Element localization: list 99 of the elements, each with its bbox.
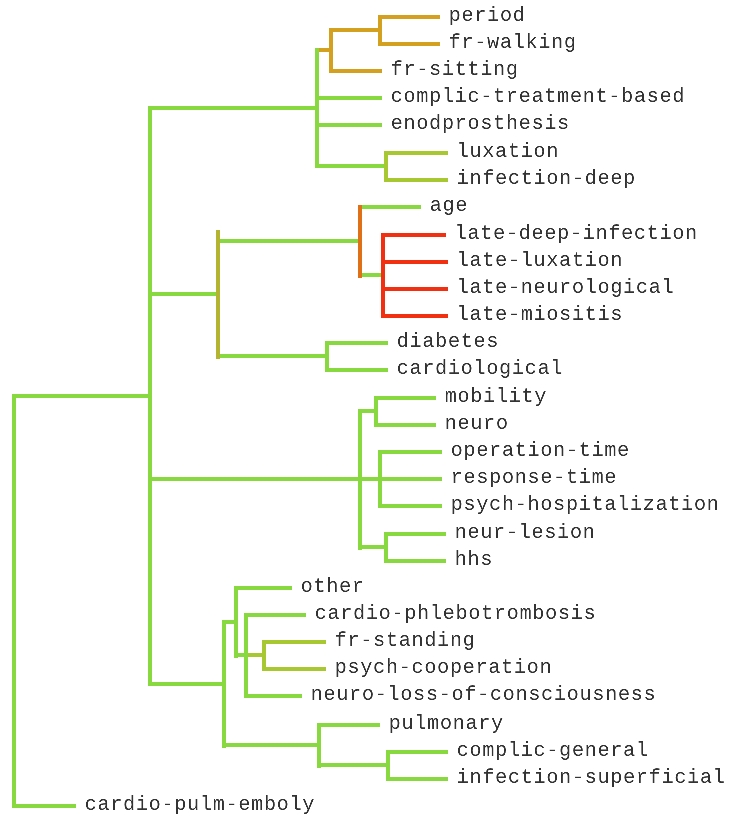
dendrogram-branch-line — [16, 804, 76, 808]
leaf-label: neuro — [445, 413, 510, 437]
leaf-label: late-luxation — [457, 250, 624, 274]
dendrogram-branch-line — [385, 287, 448, 291]
leaf-label: fr-sitting — [391, 59, 520, 83]
dendrogram-branch-line — [152, 682, 222, 686]
dendrogram-branch-bar — [358, 409, 362, 550]
dendrogram-branch-line — [388, 532, 446, 536]
dendrogram-branch-line — [266, 640, 326, 644]
dendrogram-branch-line — [385, 260, 448, 264]
dendrogram-branch-line — [16, 394, 148, 398]
dendrogram-branch-bar — [317, 723, 321, 768]
dendrogram-branch-line — [378, 423, 436, 427]
dendrogram-branch-line — [319, 48, 329, 52]
dendrogram-branch-line — [248, 613, 306, 617]
leaf-label: complic-general — [457, 740, 650, 764]
dendrogram-branch-line — [362, 205, 421, 209]
leaf-label: response-time — [451, 467, 618, 491]
dendrogram-branch-line — [382, 450, 442, 454]
dendrogram-branch-line — [238, 586, 292, 590]
dendrogram-branch-line — [226, 620, 234, 624]
dendrogram-branch-line — [321, 764, 386, 768]
leaf-label: late-neurological — [457, 277, 675, 301]
dendrogram-branch-line — [319, 164, 384, 168]
dendrogram-branch-line — [382, 504, 442, 508]
dendrogram-branch-bar — [381, 233, 385, 318]
dendrogram-branch-line — [388, 151, 448, 155]
dendrogram-branch-line — [382, 477, 442, 481]
dendrogram-branch-line — [319, 123, 382, 127]
leaf-label: cardiological — [397, 358, 564, 382]
dendrogram-branch-line — [248, 654, 262, 658]
dendrogram-branch-line — [362, 410, 374, 414]
leaf-label: hhs — [455, 549, 494, 573]
dendrogram-branch-bar — [384, 151, 388, 182]
leaf-label: age — [430, 195, 468, 219]
leaf-label: period — [449, 5, 526, 29]
leaf-label: fr-walking — [449, 32, 578, 56]
dendrogram-branch-bar — [244, 613, 248, 698]
leaf-label: other — [301, 576, 366, 600]
dendrogram-branch-line — [238, 654, 244, 658]
dendrogram-branch-bar — [378, 450, 382, 508]
dendrogram-branch-bar — [329, 28, 333, 73]
leaf-label: psych-cooperation — [335, 657, 553, 681]
leaf-label: luxation — [457, 141, 560, 165]
dendrogram-branch-line — [390, 777, 448, 781]
leaf-label: complic-treatment-based — [391, 86, 686, 110]
dendrogram-branch-line — [388, 559, 446, 563]
dendrogram-branch-bar — [234, 586, 238, 658]
dendrogram-branch-line — [378, 396, 436, 400]
leaf-label: pulmonary — [389, 713, 504, 737]
dendrogram-branch-line — [333, 28, 378, 32]
dendrogram-branch-line — [388, 178, 448, 182]
dendrogram-branch-bar — [378, 15, 382, 46]
dendrogram-branch-bar — [148, 106, 152, 686]
leaf-label: enodprosthesis — [391, 113, 570, 137]
leaf-label: infection-superficial — [457, 767, 726, 791]
leaf-label: neur-lesion — [455, 522, 596, 546]
dendrogram-branch-line — [329, 341, 388, 345]
dendrogram-branch-line — [362, 546, 384, 550]
dendrogram-branch-line — [220, 240, 358, 244]
leaf-label: fr-standing — [335, 630, 476, 654]
dendrogram-branch-bar — [374, 396, 378, 427]
dendrogram-branch-line — [152, 478, 358, 482]
dendrogram-branch-line — [220, 354, 325, 358]
leaf-label: diabetes — [397, 331, 500, 355]
dendrogram-branch-line — [152, 292, 216, 296]
leaf-label: late-miositis — [457, 304, 624, 328]
leaf-label: mobility — [445, 386, 548, 410]
leaf-label: cardio-pulm-emboly — [85, 794, 316, 816]
dendrogram-branch-line — [382, 42, 440, 46]
dendrogram-branch-bar — [216, 230, 220, 359]
dendrogram-branch-bar — [222, 620, 226, 748]
dendrogram-branch-line — [248, 694, 302, 698]
dendrogram-branch-line — [333, 69, 382, 73]
dendrogram-branch-line — [385, 233, 446, 237]
dendrogram-branch-bar — [325, 341, 329, 372]
leaf-label: operation-time — [451, 440, 630, 464]
leaf-label: infection-deep — [457, 168, 636, 192]
dendrogram-branch-bar — [386, 750, 390, 781]
leaf-label: neuro-loss-of-consciousness — [311, 684, 657, 708]
leaf-label: psych-hospitalization — [451, 494, 720, 518]
dendrogram-branch-line — [152, 106, 315, 110]
dendrogram-branch-line — [390, 750, 448, 754]
dendrogram-branch-line — [362, 274, 381, 278]
dendrogram-branch-bar — [384, 532, 388, 563]
leaf-label: late-deep-infection — [455, 223, 698, 247]
dendrogram-branch-line — [362, 477, 378, 481]
dendrogram-branch-line — [319, 96, 382, 100]
dendrogram-branch-bar — [262, 640, 266, 671]
dendrogram-branch-line — [226, 744, 317, 748]
dendrogram-branch-bar — [358, 205, 362, 278]
dendrogram-branch-line — [385, 314, 448, 318]
dendrogram-branch-line — [321, 723, 380, 727]
dendrogram-branch-line — [329, 368, 388, 372]
dendrogram-branch-line — [266, 667, 326, 671]
leaf-label: cardio-phlebotrombosis — [315, 603, 597, 627]
dendrogram-branch-bar — [315, 48, 319, 168]
dendrogram-branch-bar — [12, 394, 16, 808]
dendrogram-branch-line — [382, 15, 440, 19]
